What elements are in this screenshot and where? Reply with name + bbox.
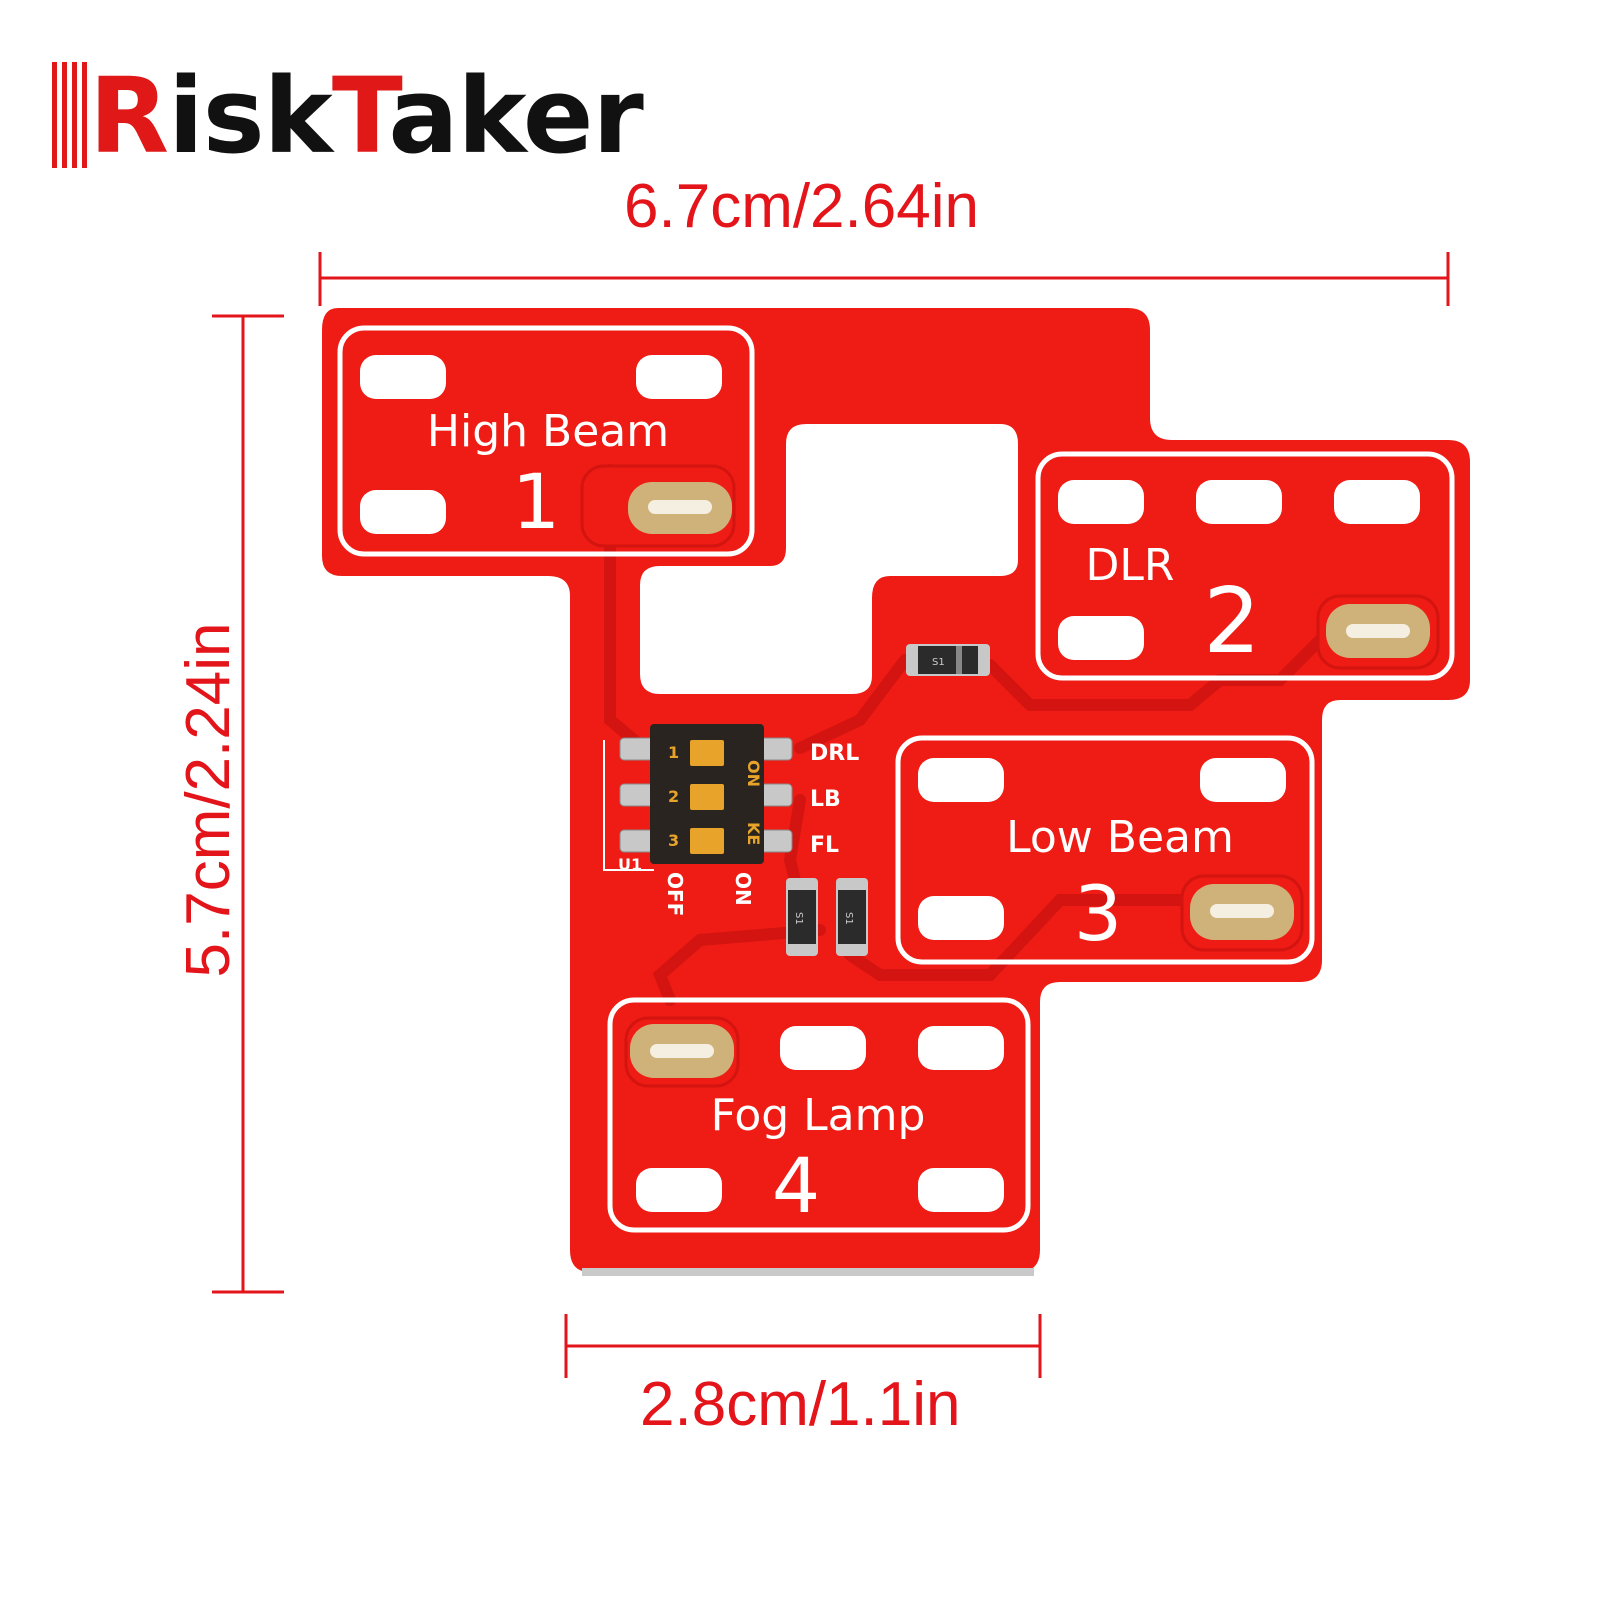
dimension-lines: [212, 252, 1450, 1378]
switch-on-bottom-label: ON: [731, 872, 755, 906]
width-dimension-label: 6.7cm/2.64in: [624, 172, 979, 241]
board-cutout: [640, 424, 1018, 694]
pad-labels: High Beam 1 DLR 2 Low Beam 3 Fog Lamp 4: [427, 406, 1261, 1230]
pad-3-name: Low Beam: [1006, 812, 1234, 863]
smd-diodes: S1 S1 S1: [786, 644, 990, 956]
pad-2-name: DLR: [1086, 540, 1175, 591]
diode-right: S1: [836, 878, 868, 956]
switch-pos-1: 1: [668, 743, 679, 762]
output-fl: FL: [810, 833, 839, 858]
logo-wordmark: RiskTaker: [89, 55, 644, 177]
low-beam-outline: [895, 735, 1315, 965]
switch-toggles: [690, 740, 724, 854]
svg-text:S1: S1: [843, 912, 854, 925]
silkscreen-outlines: [337, 325, 1455, 1233]
svg-text:S1: S1: [793, 912, 804, 925]
switch-designator: U1: [618, 855, 642, 874]
pad-2-number: 2: [1203, 569, 1260, 674]
pad-1-number: 1: [512, 457, 560, 546]
switch-pos-2: 2: [668, 787, 679, 806]
fog-width-dimension-label: 2.8cm/1.1in: [640, 1370, 961, 1439]
diode-left: S1: [786, 878, 818, 956]
diode-top: S1: [906, 644, 990, 676]
contact-pads: [580, 464, 1440, 1088]
switch-on-label: ON: [744, 760, 763, 787]
svg-text:S1: S1: [932, 657, 945, 668]
fog-lamp-outline: [607, 997, 1031, 1233]
switch-pos-3: 3: [668, 831, 679, 850]
switch-ke-label: KE: [744, 822, 763, 845]
pad-4-name: Fog Lamp: [711, 1090, 926, 1141]
logo-stripes: [52, 62, 87, 168]
output-drl: DRL: [810, 741, 859, 766]
high-beam-outline: [337, 325, 755, 557]
output-lb: LB: [810, 787, 841, 812]
mounting-slots: [360, 355, 1420, 1212]
dlr-outline: [1035, 451, 1455, 681]
risktaker-logo: RiskTaker: [52, 48, 644, 177]
dip-switch: 1 2 3 ON KE DRL LB FL U1 OFF ON: [603, 724, 859, 916]
switch-off-label: OFF: [663, 872, 687, 916]
pad-1-name: High Beam: [427, 406, 669, 457]
pad-3-number: 3: [1074, 869, 1122, 958]
pad-4-number: 4: [772, 1141, 820, 1230]
